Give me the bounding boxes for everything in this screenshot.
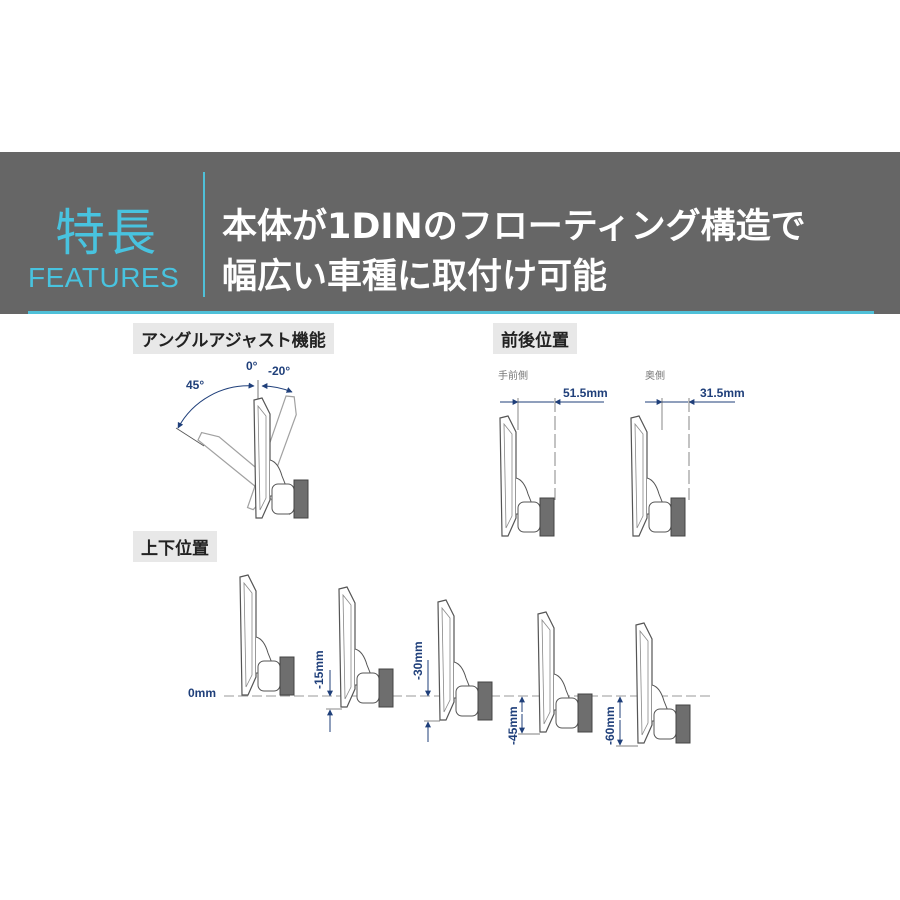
angle-zero-label: 0° bbox=[246, 359, 258, 373]
banner-divider bbox=[203, 172, 205, 297]
features-banner bbox=[0, 152, 900, 314]
front-back-title: 前後位置 bbox=[493, 323, 577, 354]
features-label-jp: 特長 bbox=[55, 204, 157, 262]
headline-line-1: 本体が1DINのフローティング構造で bbox=[222, 207, 806, 247]
banner-underline bbox=[28, 311, 874, 314]
features-label-en: FEATURES bbox=[28, 262, 180, 293]
front-distance-label: 51.5mm bbox=[563, 386, 608, 400]
angle-diagram bbox=[175, 380, 309, 519]
back-distance-label: 31.5mm bbox=[700, 386, 745, 400]
headline-line-2: 幅広い車種に取付け可能 bbox=[222, 257, 608, 297]
front-side-label: 手前側 bbox=[498, 371, 528, 382]
angle-adjust-title: アングルアジャスト機能 bbox=[133, 323, 334, 354]
vertical-0mm-label: 0mm bbox=[188, 686, 217, 700]
angle-back-label: -20° bbox=[268, 364, 291, 378]
back-side-label: 奥側 bbox=[645, 371, 665, 382]
back-side-diagram bbox=[630, 398, 735, 537]
front-side-diagram bbox=[499, 398, 604, 537]
vertical-title: 上下位置 bbox=[133, 531, 217, 562]
